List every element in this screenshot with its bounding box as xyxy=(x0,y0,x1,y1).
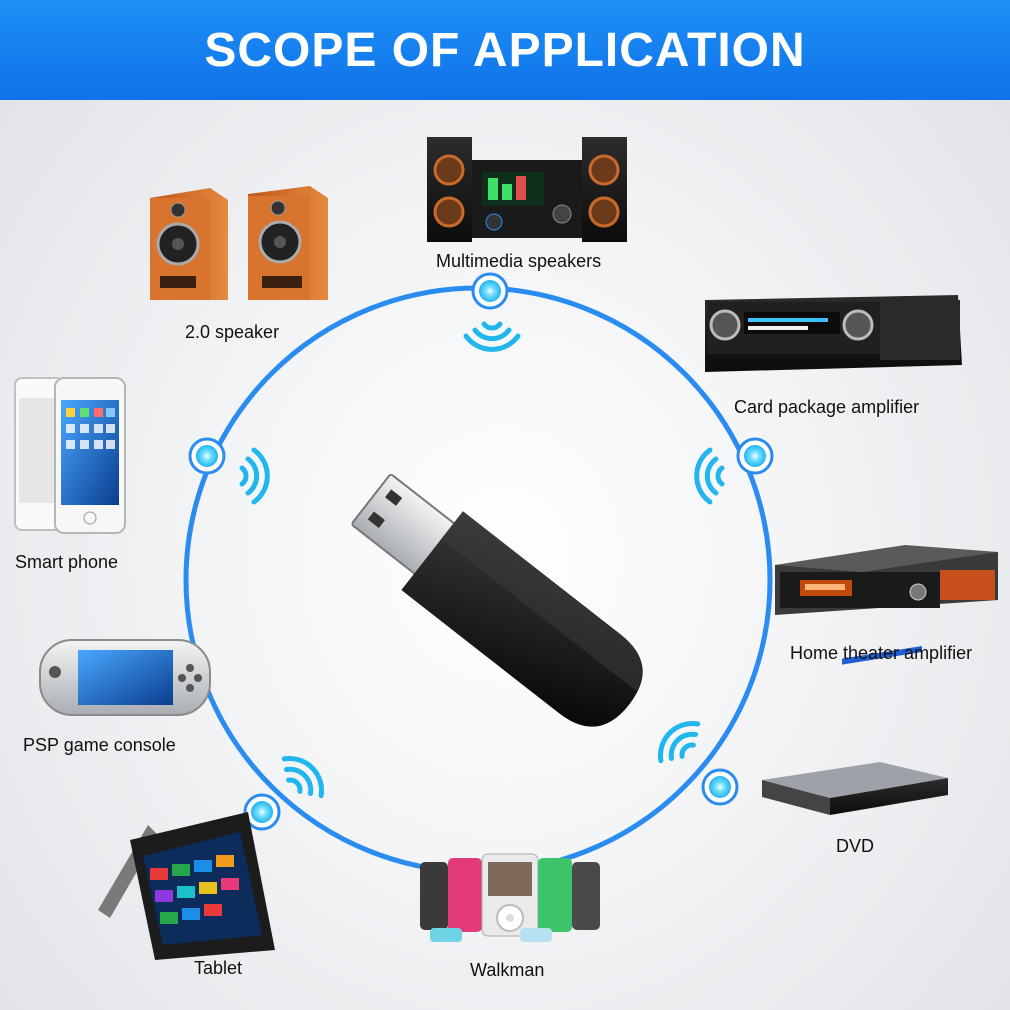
psp-game-console-image xyxy=(39,639,211,716)
card-package-amplifier-image xyxy=(705,295,962,372)
label-card-package-amplifier: Card package amplifier xyxy=(734,397,920,417)
title-banner: SCOPE OF APPLICATION xyxy=(0,0,1010,100)
tablet-image xyxy=(98,812,275,960)
dvd-player-image xyxy=(762,645,948,815)
usb-bluetooth-dongle xyxy=(351,474,643,727)
label-walkman: Walkman xyxy=(470,960,545,980)
wifi-signal-icon xyxy=(239,447,270,505)
page-title: SCOPE OF APPLICATION xyxy=(204,23,806,77)
smart-phone-image xyxy=(14,377,126,534)
ring-node-right xyxy=(736,437,774,475)
wifi-signal-icon xyxy=(463,321,521,352)
label-multimedia-speakers: Multimedia speakers xyxy=(436,251,602,271)
wifi-signal-icon xyxy=(694,447,725,505)
ring-node-top xyxy=(471,272,509,310)
speaker-2-0-image xyxy=(150,186,328,300)
label-tablet: Tablet xyxy=(194,958,243,978)
ring-node-left xyxy=(188,437,226,475)
home-theater-amplifier-image xyxy=(775,545,998,615)
label-smart-phone: Smart phone xyxy=(15,552,119,572)
label-home-theater-amplifier: Home theater amplifier xyxy=(790,643,973,663)
ring-node-lower-right xyxy=(701,768,739,806)
multimedia-speakers-image xyxy=(427,137,627,242)
ring-node-lower-left xyxy=(243,793,281,831)
label-psp-game-console: PSP game console xyxy=(23,735,176,755)
wifi-signal-icon xyxy=(657,720,701,764)
wifi-signal-icon xyxy=(281,755,325,799)
mp3-player-image xyxy=(420,853,600,942)
label-2-0-speaker: 2.0 speaker xyxy=(185,322,280,342)
label-dvd: DVD xyxy=(836,836,875,856)
